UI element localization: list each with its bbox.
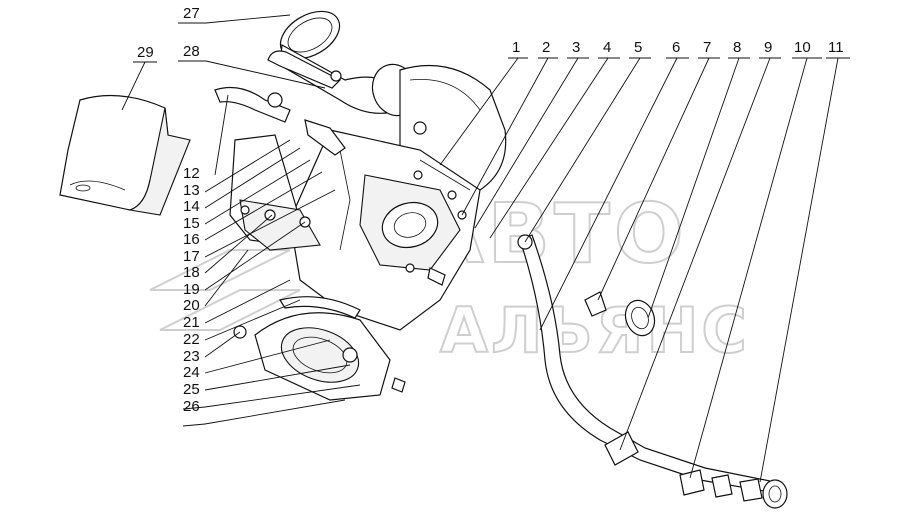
- filter-cover-part: [59, 94, 191, 216]
- callout-10: 10: [794, 39, 811, 56]
- callout-8: 8: [733, 39, 741, 56]
- callout-22: 22: [183, 331, 200, 348]
- callout-14: 14: [183, 198, 200, 215]
- callout-26: 26: [183, 398, 200, 415]
- callout-28: 28: [183, 43, 200, 60]
- callout-17: 17: [183, 248, 200, 265]
- callout-24: 24: [183, 364, 200, 381]
- callout-29: 29: [137, 44, 154, 61]
- callout-20: 20: [183, 297, 200, 314]
- watermark-logo-mark: [149, 249, 291, 291]
- callout-9: 9: [764, 39, 772, 56]
- callout-23: 23: [183, 348, 200, 365]
- callout-11: 11: [828, 39, 844, 56]
- callout-3: 3: [572, 39, 580, 56]
- callout-2: 2: [542, 39, 550, 56]
- callout-13: 13: [183, 182, 200, 199]
- leader-lines: [121, 14, 850, 483]
- callout-19: 19: [183, 281, 200, 298]
- callout-labels: 1 2 3 4 5 6 7 8 9 10 11 12 13 14 15 16 1…: [137, 5, 844, 415]
- callout-16: 16: [183, 231, 200, 248]
- callout-4: 4: [603, 39, 611, 56]
- callout-1: 1: [512, 39, 520, 56]
- turbo-turbine-body: [289, 129, 481, 331]
- callout-18: 18: [183, 264, 200, 281]
- callout-5: 5: [634, 39, 642, 56]
- callout-6: 6: [672, 39, 680, 56]
- callout-25: 25: [183, 381, 200, 398]
- callout-21: 21: [183, 314, 200, 331]
- callout-27: 27: [183, 5, 200, 22]
- callout-7: 7: [703, 39, 711, 56]
- callout-12: 12: [183, 165, 200, 182]
- callout-15: 15: [183, 215, 200, 232]
- exhaust-flange: [233, 296, 406, 401]
- oil-drain-pipe: [517, 234, 788, 509]
